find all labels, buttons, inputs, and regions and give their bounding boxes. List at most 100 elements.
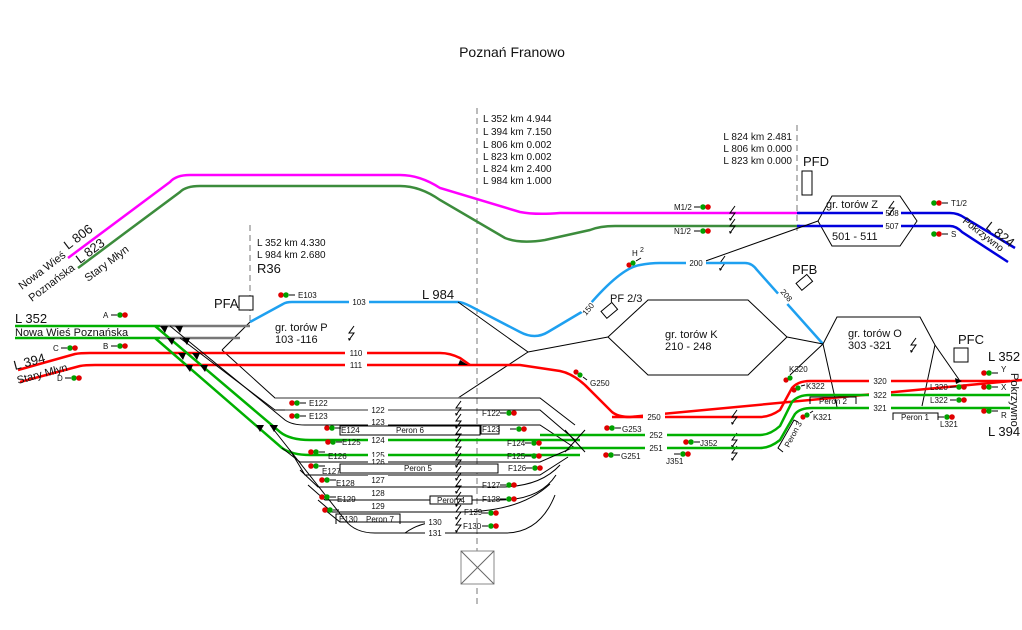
- svg-text:131: 131: [428, 529, 442, 538]
- signal-g251[interactable]: G251: [602, 451, 641, 461]
- svg-text:T1/2: T1/2: [951, 199, 968, 208]
- svg-text:125: 125: [371, 451, 385, 460]
- post-pfc[interactable]: PFC: [953, 332, 984, 363]
- platform-peron-6: Peron 6: [339, 425, 481, 436]
- signal-f124[interactable]: F124: [507, 439, 543, 448]
- track-321[interactable]: [759, 406, 1010, 450]
- track-label: 111: [350, 361, 363, 370]
- signal-n12[interactable]: N1/2: [674, 227, 712, 236]
- track-320[interactable]: [759, 393, 1010, 437]
- signal-g253[interactable]: G253: [603, 424, 642, 434]
- line-label-l352-right: L 352: [988, 349, 1020, 364]
- station-code-label: R36: [257, 261, 281, 276]
- signal-j351[interactable]: J351: [666, 450, 692, 466]
- svg-text:130: 130: [428, 518, 442, 527]
- signal-l322[interactable]: L322: [930, 396, 968, 405]
- svg-text:2: 2: [640, 247, 644, 254]
- signal-c[interactable]: C: [53, 344, 79, 353]
- signal-h2[interactable]: H 2: [626, 247, 644, 268]
- signal-e127[interactable]: E127: [307, 462, 341, 476]
- post-pfd[interactable]: PFD: [801, 154, 829, 196]
- signal-e130[interactable]: E130: [321, 506, 358, 524]
- direction-label: Nowa Wieś Poznańska: [15, 327, 129, 339]
- post-label: PFB: [792, 262, 817, 277]
- km-label: L 352 km 4.944: [483, 114, 552, 125]
- track-label: 200: [689, 259, 703, 268]
- svg-text:E103: E103: [298, 291, 317, 300]
- svg-text:N1/2: N1/2: [674, 227, 691, 236]
- track-103[interactable]: [249, 261, 824, 345]
- signal-x[interactable]: X: [980, 383, 1007, 392]
- signal-e123[interactable]: E123: [288, 412, 328, 421]
- signal-f129[interactable]: F129: [464, 508, 500, 517]
- signal-b[interactable]: B: [103, 342, 129, 351]
- signal-f126[interactable]: F126: [508, 464, 544, 473]
- signal-t12[interactable]: T1/2: [930, 199, 968, 208]
- signal-s[interactable]: S: [930, 230, 956, 239]
- signal-k321[interactable]: K321: [800, 410, 832, 422]
- km-markers-left: L 352 km 4.330 L 984 km 2.680 R36: [257, 238, 326, 276]
- svg-text:E123: E123: [309, 412, 328, 421]
- track-125-approach[interactable]: [154, 337, 580, 457]
- post-pf23[interactable]: PF 2/3: [600, 293, 642, 320]
- svg-text:Peron 1: Peron 1: [901, 413, 930, 422]
- track-508[interactable]: [797, 211, 1016, 250]
- track-label: 103: [352, 298, 366, 307]
- signal-f123[interactable]: F123: [480, 424, 528, 435]
- signal-y[interactable]: Y: [980, 365, 1007, 377]
- signal-e122[interactable]: E122: [288, 399, 328, 408]
- track-250[interactable]: [612, 379, 1010, 419]
- signal-r[interactable]: R: [980, 407, 1007, 420]
- svg-text:E129: E129: [337, 495, 356, 504]
- group-p-outline: [221, 301, 529, 399]
- signal-g250[interactable]: G250: [573, 369, 610, 388]
- svg-text:129: 129: [371, 502, 385, 511]
- signal-f130[interactable]: F130: [463, 522, 500, 531]
- track-124-approach[interactable]: [154, 325, 580, 442]
- post-pfb[interactable]: PFB: [792, 262, 817, 292]
- svg-text:E125: E125: [342, 438, 361, 447]
- signal-e125[interactable]: E125: [324, 438, 361, 447]
- signal-a[interactable]: A: [103, 311, 129, 320]
- svg-text:Peron 6: Peron 6: [396, 426, 425, 435]
- km-label: L 984 km 1.000: [483, 176, 552, 187]
- signal-f128[interactable]: F128: [482, 495, 518, 504]
- signal-f122[interactable]: F122: [482, 409, 518, 418]
- signal-l320[interactable]: L320: [930, 383, 968, 392]
- signal-d[interactable]: D: [57, 374, 83, 383]
- svg-text:G251: G251: [621, 452, 641, 461]
- signal-e129[interactable]: E129: [318, 493, 356, 504]
- svg-text:127: 127: [371, 476, 385, 485]
- signal-m12[interactable]: M1/2: [674, 203, 712, 212]
- signal-k322[interactable]: K322: [791, 382, 825, 393]
- signal-e124[interactable]: E124: [323, 424, 360, 435]
- km-label: L 824 km 2.400: [483, 164, 552, 175]
- signal-e103[interactable]: E103: [277, 291, 317, 300]
- signal-k320[interactable]: K320: [783, 365, 808, 383]
- track-label: 250: [647, 413, 661, 422]
- track-label: 252: [649, 431, 663, 440]
- svg-text:G250: G250: [590, 379, 610, 388]
- track-l806[interactable]: [67, 173, 800, 260]
- signal-l321[interactable]: L321: [937, 413, 958, 429]
- yard-track-labels: 122 123 124 125 126 127 128 129 130 131: [368, 405, 445, 538]
- svg-text:Y: Y: [1001, 365, 1007, 374]
- signal-e126[interactable]: E126: [307, 448, 347, 461]
- svg-text:A: A: [103, 311, 109, 320]
- track-l823[interactable]: [77, 184, 800, 270]
- svg-text:Peron 5: Peron 5: [404, 464, 433, 473]
- signal-j352[interactable]: J352: [682, 438, 718, 448]
- track-110[interactable]: [17, 351, 471, 372]
- svg-text:J351: J351: [666, 457, 684, 466]
- post-pfa[interactable]: PFA: [214, 295, 254, 311]
- svg-text:126: 126: [371, 458, 385, 467]
- svg-text:R: R: [1001, 411, 1007, 420]
- signal-f125[interactable]: F125: [507, 452, 543, 461]
- signal-e128[interactable]: E128: [318, 476, 355, 488]
- signal-f127[interactable]: F127: [482, 481, 518, 490]
- track-507[interactable]: [797, 224, 1009, 264]
- post-label: PFC: [958, 332, 984, 347]
- svg-text:E124: E124: [341, 426, 360, 435]
- km-label: L 823 km 0.002: [483, 152, 552, 163]
- svg-text:D: D: [57, 374, 63, 383]
